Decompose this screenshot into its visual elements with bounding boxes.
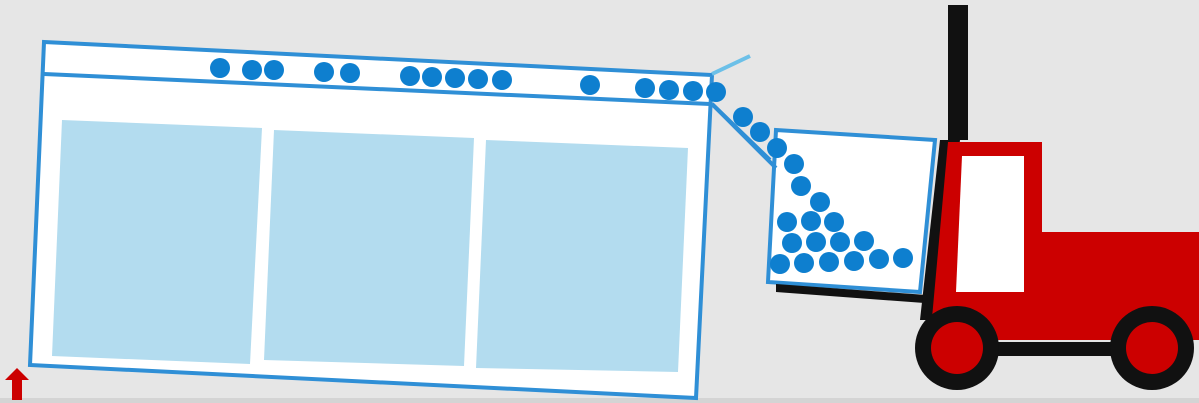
cargo-ball	[770, 254, 790, 274]
cargo-ball	[791, 176, 811, 196]
forklift-mast-cap	[948, 5, 968, 17]
forklift-window	[956, 156, 1024, 292]
cargo-ball	[767, 138, 787, 158]
cargo-ball	[869, 249, 889, 269]
up-arrow-icon	[5, 368, 29, 400]
forklift-hub-rear	[1126, 322, 1178, 374]
cargo-ball	[492, 70, 512, 90]
ground-line	[0, 398, 1199, 403]
cargo-ball	[422, 67, 442, 87]
container-panel-left	[52, 120, 262, 364]
cargo-ball	[893, 248, 913, 268]
cargo-ball	[706, 82, 726, 102]
cargo-ball	[635, 78, 655, 98]
container-panel-right	[476, 140, 688, 372]
cargo-ball	[784, 154, 804, 174]
bin-spout-edge	[710, 102, 778, 170]
cargo-ball	[854, 231, 874, 251]
cargo-ball	[777, 212, 797, 232]
up-arrow-head	[5, 368, 29, 380]
cargo-ball	[659, 80, 679, 100]
cargo-ball	[400, 66, 420, 86]
forklift-mast	[920, 8, 968, 320]
cargo-balls	[210, 58, 913, 274]
forklift-hub-front	[931, 322, 983, 374]
forklift-fork	[776, 284, 940, 304]
cargo-ball	[468, 69, 488, 89]
cargo-ball	[806, 232, 826, 252]
cargo-ball	[801, 211, 821, 231]
spout-flap	[711, 54, 751, 76]
cargo-ball	[794, 253, 814, 273]
cargo-ball	[733, 107, 753, 127]
cargo-ball	[580, 75, 600, 95]
cargo-ball	[844, 251, 864, 271]
cargo-ball	[750, 122, 770, 142]
container-panel-middle	[264, 130, 474, 366]
cargo-ball	[819, 252, 839, 272]
receiving-bin	[710, 102, 938, 295]
bin-body	[765, 127, 938, 295]
cargo-ball	[830, 232, 850, 252]
cargo-ball	[340, 63, 360, 83]
cargo-ball	[683, 81, 703, 101]
cargo-ball	[314, 62, 334, 82]
cargo-ball	[810, 192, 830, 212]
cargo-ball	[264, 60, 284, 80]
cargo-ball	[824, 212, 844, 232]
forklift	[776, 5, 1199, 390]
up-arrow-shaft	[12, 380, 22, 400]
shipping-container	[27, 39, 715, 401]
cargo-ball	[445, 68, 465, 88]
cargo-ball	[210, 58, 230, 78]
cargo-ball	[242, 60, 262, 80]
cargo-ball	[782, 233, 802, 253]
container-top-divider	[43, 72, 711, 106]
